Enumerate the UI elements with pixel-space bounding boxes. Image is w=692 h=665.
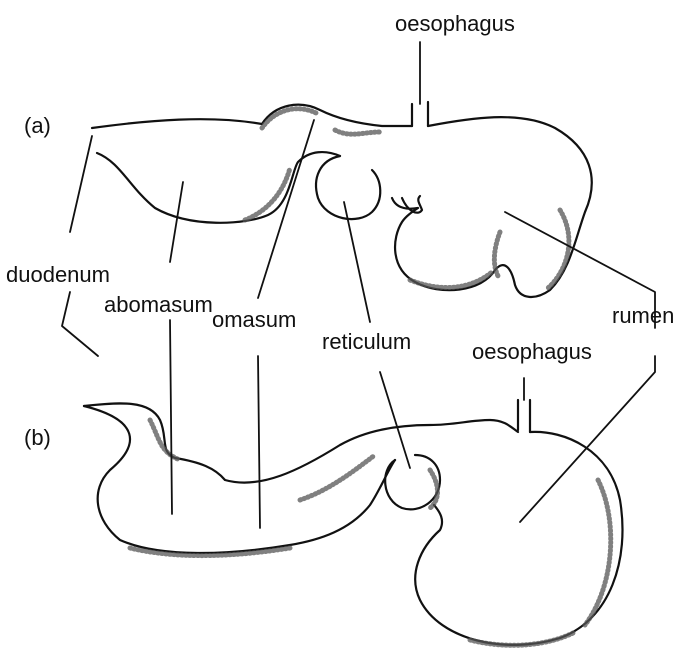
stomach-a xyxy=(92,102,592,297)
leader-duodenum xyxy=(62,136,98,356)
abomasum-b-lower xyxy=(84,406,395,553)
label-rumen: rumen xyxy=(612,305,674,327)
label-part-b: (b) xyxy=(24,427,51,449)
abomasum-a-outline xyxy=(92,105,412,128)
abomasum-a-lower xyxy=(97,152,340,223)
stomach-b xyxy=(84,400,623,645)
label-abomasum: abomasum xyxy=(104,294,213,316)
leader-rumen xyxy=(505,212,655,522)
label-omasum: omasum xyxy=(212,309,296,331)
leader-abomasum xyxy=(170,182,183,514)
oesophagus-b-tube xyxy=(518,400,530,432)
reticulum-a-outline xyxy=(316,156,380,219)
oesophagus-a-tube xyxy=(412,102,428,126)
label-oesophagus-b: oesophagus xyxy=(472,341,592,363)
label-reticulum: reticulum xyxy=(322,331,411,353)
leader-lines xyxy=(62,42,655,528)
label-oesophagus-a: oesophagus xyxy=(395,13,515,35)
label-part-a: (a) xyxy=(24,115,51,137)
rumen-a-knob xyxy=(402,196,422,213)
duodenum-b-outline xyxy=(84,403,518,482)
label-duodenum: duodenum xyxy=(6,264,110,286)
